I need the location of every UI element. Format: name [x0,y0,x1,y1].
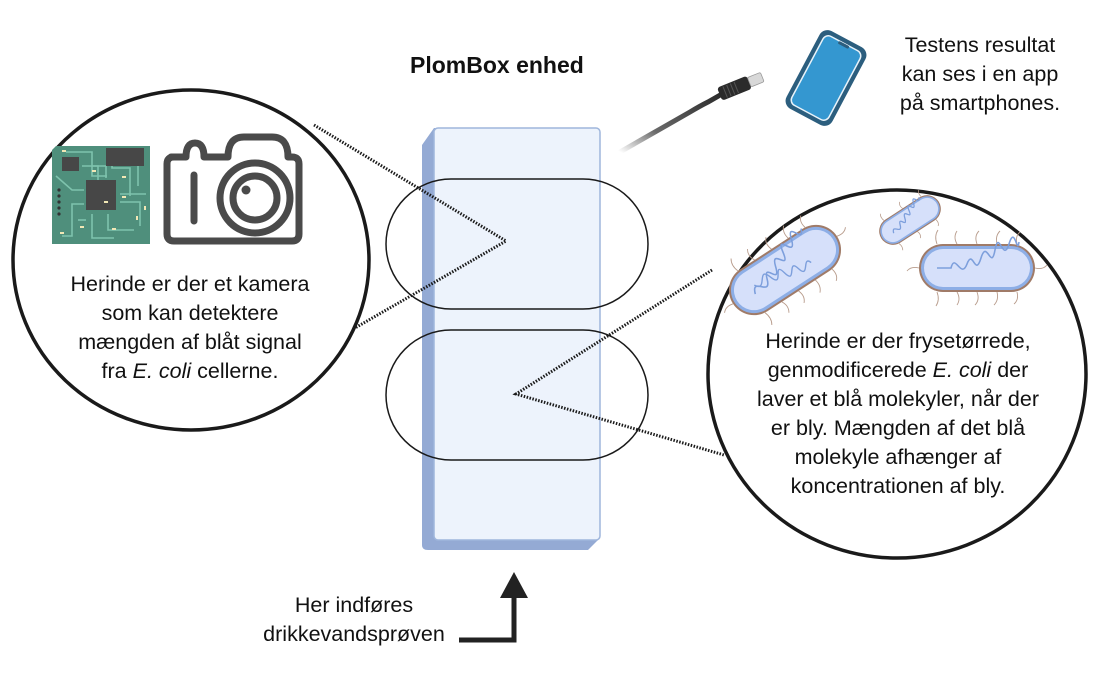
arrow-up-icon [459,572,528,643]
camera-icon [163,133,303,245]
inlet-caption: Her indføres drikkevandsprøven [244,591,464,649]
plombox-device [422,127,601,550]
text-line: fra E. coli cellerne. [40,357,340,386]
device-face [433,127,601,541]
left-bubble-circle [11,88,371,432]
bacterium-icon [906,229,1048,307]
text-fragment: der [991,358,1029,382]
phone-caption: Testens resultat kan ses i en app på sma… [870,31,1090,118]
text-line: som kan detektere [101,301,279,325]
species-name: E. coli [132,359,192,383]
text-fragment: cellerne. [191,359,279,383]
text-line: er bly. Mængden af det blå [770,416,1026,440]
text-fragment: fra [101,359,133,383]
species-name: E. coli [932,358,992,382]
left-bubble-text: Herinde er der et kamera som kan detekte… [40,270,340,386]
text-line: Testens resultat [904,33,1056,57]
right-callout-line [512,268,725,457]
text-line: kan ses i en app [901,62,1059,86]
circuit-board-icon [52,146,150,244]
text-line: genmodificerede E. coli der [713,356,1083,385]
text-line: Herinde er der frysetørrede, [765,329,1031,353]
bacterium-icon [724,215,846,326]
usb-cable-icon [617,72,765,155]
text-line: koncentrationen af bly. [790,474,1006,498]
bacterium-icon [879,189,941,251]
camera-compartment-outline [385,178,649,310]
text-line: på smartphones. [899,91,1061,115]
callout-lines [313,123,725,457]
bacteria-compartment-outline [385,329,649,461]
right-bubble-circle [706,188,1088,560]
smartphone-icon [785,30,867,126]
right-bubble-text: Herinde er der frysetørrede, genmodifice… [713,327,1083,501]
text-line: laver et blå molekyler, når der [756,387,1040,411]
text-line: Her indføres [294,593,414,617]
text-line: mængden af blåt signal [78,330,302,354]
text-fragment: genmodificerede [767,358,933,382]
text-line: drikkevandsprøven [263,622,445,646]
text-line: Herinde er der et kamera [70,272,310,296]
diagram-title: PlomBox enhed [410,52,584,78]
text-line: molekyle afhænger af [794,445,1002,469]
